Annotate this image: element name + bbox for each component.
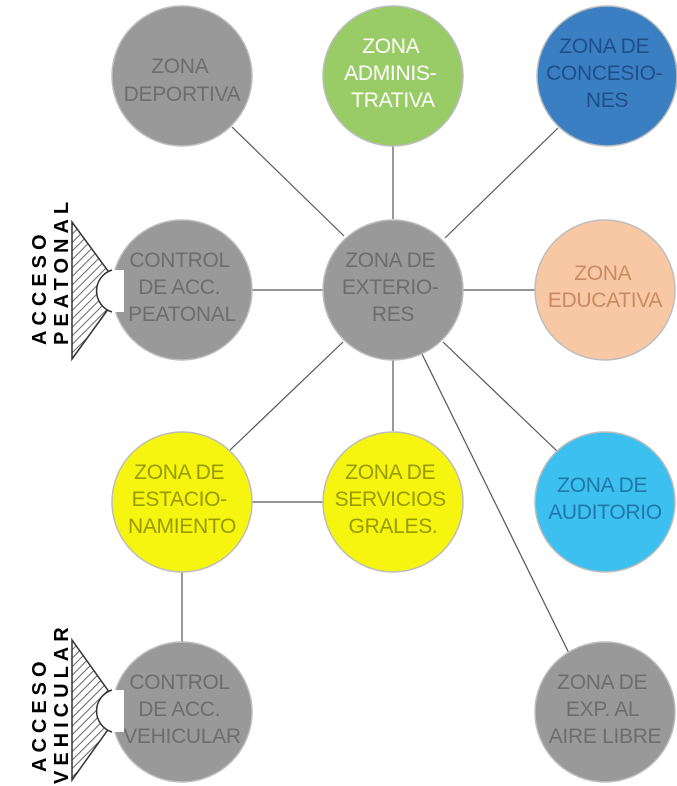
access-peatonal-notch-arc — [95, 269, 113, 313]
zone-control-vehicular-line-2: DE ACC. — [138, 698, 220, 721]
zone-estacionamiento-line-2: ESTACIO- — [132, 488, 228, 511]
zone-exteriores-line-3: RES — [372, 303, 415, 326]
zone-estacionamiento-line-1: ZONA DE — [134, 461, 224, 484]
access-peatonal-label-2: PEATONAL — [51, 197, 73, 345]
zone-administrativa-line-3: TRATIVA — [351, 89, 435, 112]
zone-estacionamiento: ZONA DE ESTACIO- NAMIENTO — [111, 431, 253, 573]
zone-auditorio: ZONA DE AUDITORIO — [534, 431, 676, 573]
access-vehicular-notch-arc — [95, 689, 113, 733]
zone-exteriores-line-1: ZONA DE — [345, 249, 435, 272]
zone-educativa-line-1: ZONA — [574, 262, 631, 285]
zone-auditorio-circle — [534, 431, 676, 573]
access-peatonal-notch — [96, 270, 124, 312]
zone-servicios-circle — [322, 431, 464, 573]
zone-exp-aire-libre-line-2: EXP. AL — [566, 698, 639, 721]
zone-deportiva: ZONA DEPORTIVA — [111, 5, 253, 147]
zone-control-vehicular-line-1: CONTROL — [129, 671, 229, 694]
access-vehicular: ACCESO VEHICULAR — [29, 622, 124, 784]
zone-administrativa: ZONA ADMINIS- TRATIVA — [322, 5, 464, 147]
zone-control-peatonal-line-3: PEATONAL — [128, 303, 236, 326]
zone-deportiva-circle — [111, 5, 253, 147]
access-vehicular-label-1: ACCESO — [29, 656, 51, 772]
zone-administrativa-circle — [322, 5, 464, 147]
zone-estacionamiento-circle — [111, 431, 253, 573]
zone-control-peatonal: CONTROL DE ACC. PEATONAL — [111, 219, 253, 361]
zone-exteriores-label: ZONA DE EXTERIO- RES — [342, 249, 444, 326]
zone-control-vehicular-label: CONTROL DE ACC. VEHICULAR — [123, 671, 241, 748]
zone-exteriores: ZONA DE EXTERIO- RES — [322, 219, 464, 361]
connector-concesiones-exteriores — [444, 127, 559, 239]
zone-servicios-line-2: SERVICIOS — [335, 488, 447, 511]
connector-deportiva-exteriores — [231, 126, 345, 237]
zone-exp-aire-libre-line-1: ZONA DE — [557, 671, 647, 694]
zone-concesiones-line-2: CONCESIO- — [546, 62, 663, 85]
zone-estacionamiento-line-3: NAMIENTO — [128, 515, 236, 538]
zone-educativa: ZONA EDUCATIVA — [534, 219, 676, 361]
zone-exteriores-line-2: EXTERIO- — [342, 276, 439, 299]
zone-servicios-line-3: GRALES. — [349, 515, 438, 538]
zone-educativa-line-2: EDUCATIVA — [548, 289, 663, 312]
zone-concesiones-circle — [536, 5, 677, 147]
zone-auditorio-label: ZONA DE AUDITORIO — [548, 474, 662, 524]
zone-servicios: ZONA DE SERVICIOS GRALES. — [322, 431, 464, 573]
zone-educativa-circle — [534, 219, 676, 361]
zone-control-vehicular-line-3: VEHICULAR — [123, 725, 241, 748]
connector-lines — [181, 126, 591, 697]
zone-servicios-line-1: ZONA DE — [345, 461, 435, 484]
zone-administrativa-line-2: ADMINIS- — [344, 62, 436, 85]
zone-control-peatonal-line-2: DE ACC. — [138, 276, 220, 299]
zone-exp-aire-libre-line-3: AIRE LIBRE — [549, 725, 662, 748]
zone-exp-aire-libre-circle — [534, 641, 676, 783]
zone-estacionamiento-label: ZONA DE ESTACIO- NAMIENTO — [128, 461, 236, 538]
zone-concesiones: ZONA DE CONCESIO- NES — [536, 5, 677, 147]
zone-exp-aire-libre-label: ZONA DE EXP. AL AIRE LIBRE — [549, 671, 662, 748]
zone-servicios-label: ZONA DE SERVICIOS GRALES. — [335, 461, 452, 538]
zone-administrativa-label: ZONA ADMINIS- TRATIVA — [344, 35, 442, 112]
connector-exteriores-auditorio — [442, 341, 559, 453]
zone-exteriores-circle — [322, 219, 464, 361]
access-peatonal: ACCESO PEATONAL — [29, 197, 124, 362]
zone-deportiva-line-1: ZONA — [151, 55, 208, 78]
zone-concesiones-line-3: NES — [586, 89, 629, 112]
zone-deportiva-label: ZONA DEPORTIVA — [124, 55, 241, 106]
zone-administrativa-line-1: ZONA — [362, 35, 419, 58]
zone-concesiones-label: ZONA DE CONCESIO- NES — [546, 35, 668, 112]
connector-exteriores-estacionamiento — [227, 341, 344, 453]
access-vehicular-label-2: VEHICULAR — [51, 622, 73, 784]
zone-control-vehicular: CONTROL DE ACC. VEHICULAR — [111, 641, 253, 783]
zone-exp-aire-libre: ZONA DE EXP. AL AIRE LIBRE — [534, 641, 676, 783]
zone-auditorio-line-2: AUDITORIO — [548, 501, 662, 524]
zone-control-peatonal-label: CONTROL DE ACC. PEATONAL — [128, 249, 236, 326]
zone-deportiva-line-2: DEPORTIVA — [124, 83, 241, 106]
zone-concesiones-line-1: ZONA DE — [559, 35, 649, 58]
access-vehicular-notch — [96, 690, 124, 732]
zone-educativa-label: ZONA EDUCATIVA — [548, 262, 663, 312]
connector-exteriores-exp-aire-libre — [420, 351, 591, 697]
zone-auditorio-line-1: ZONA DE — [557, 474, 647, 497]
access-peatonal-label-1: ACCESO — [29, 229, 51, 345]
zone-control-peatonal-line-1: CONTROL — [129, 249, 229, 272]
